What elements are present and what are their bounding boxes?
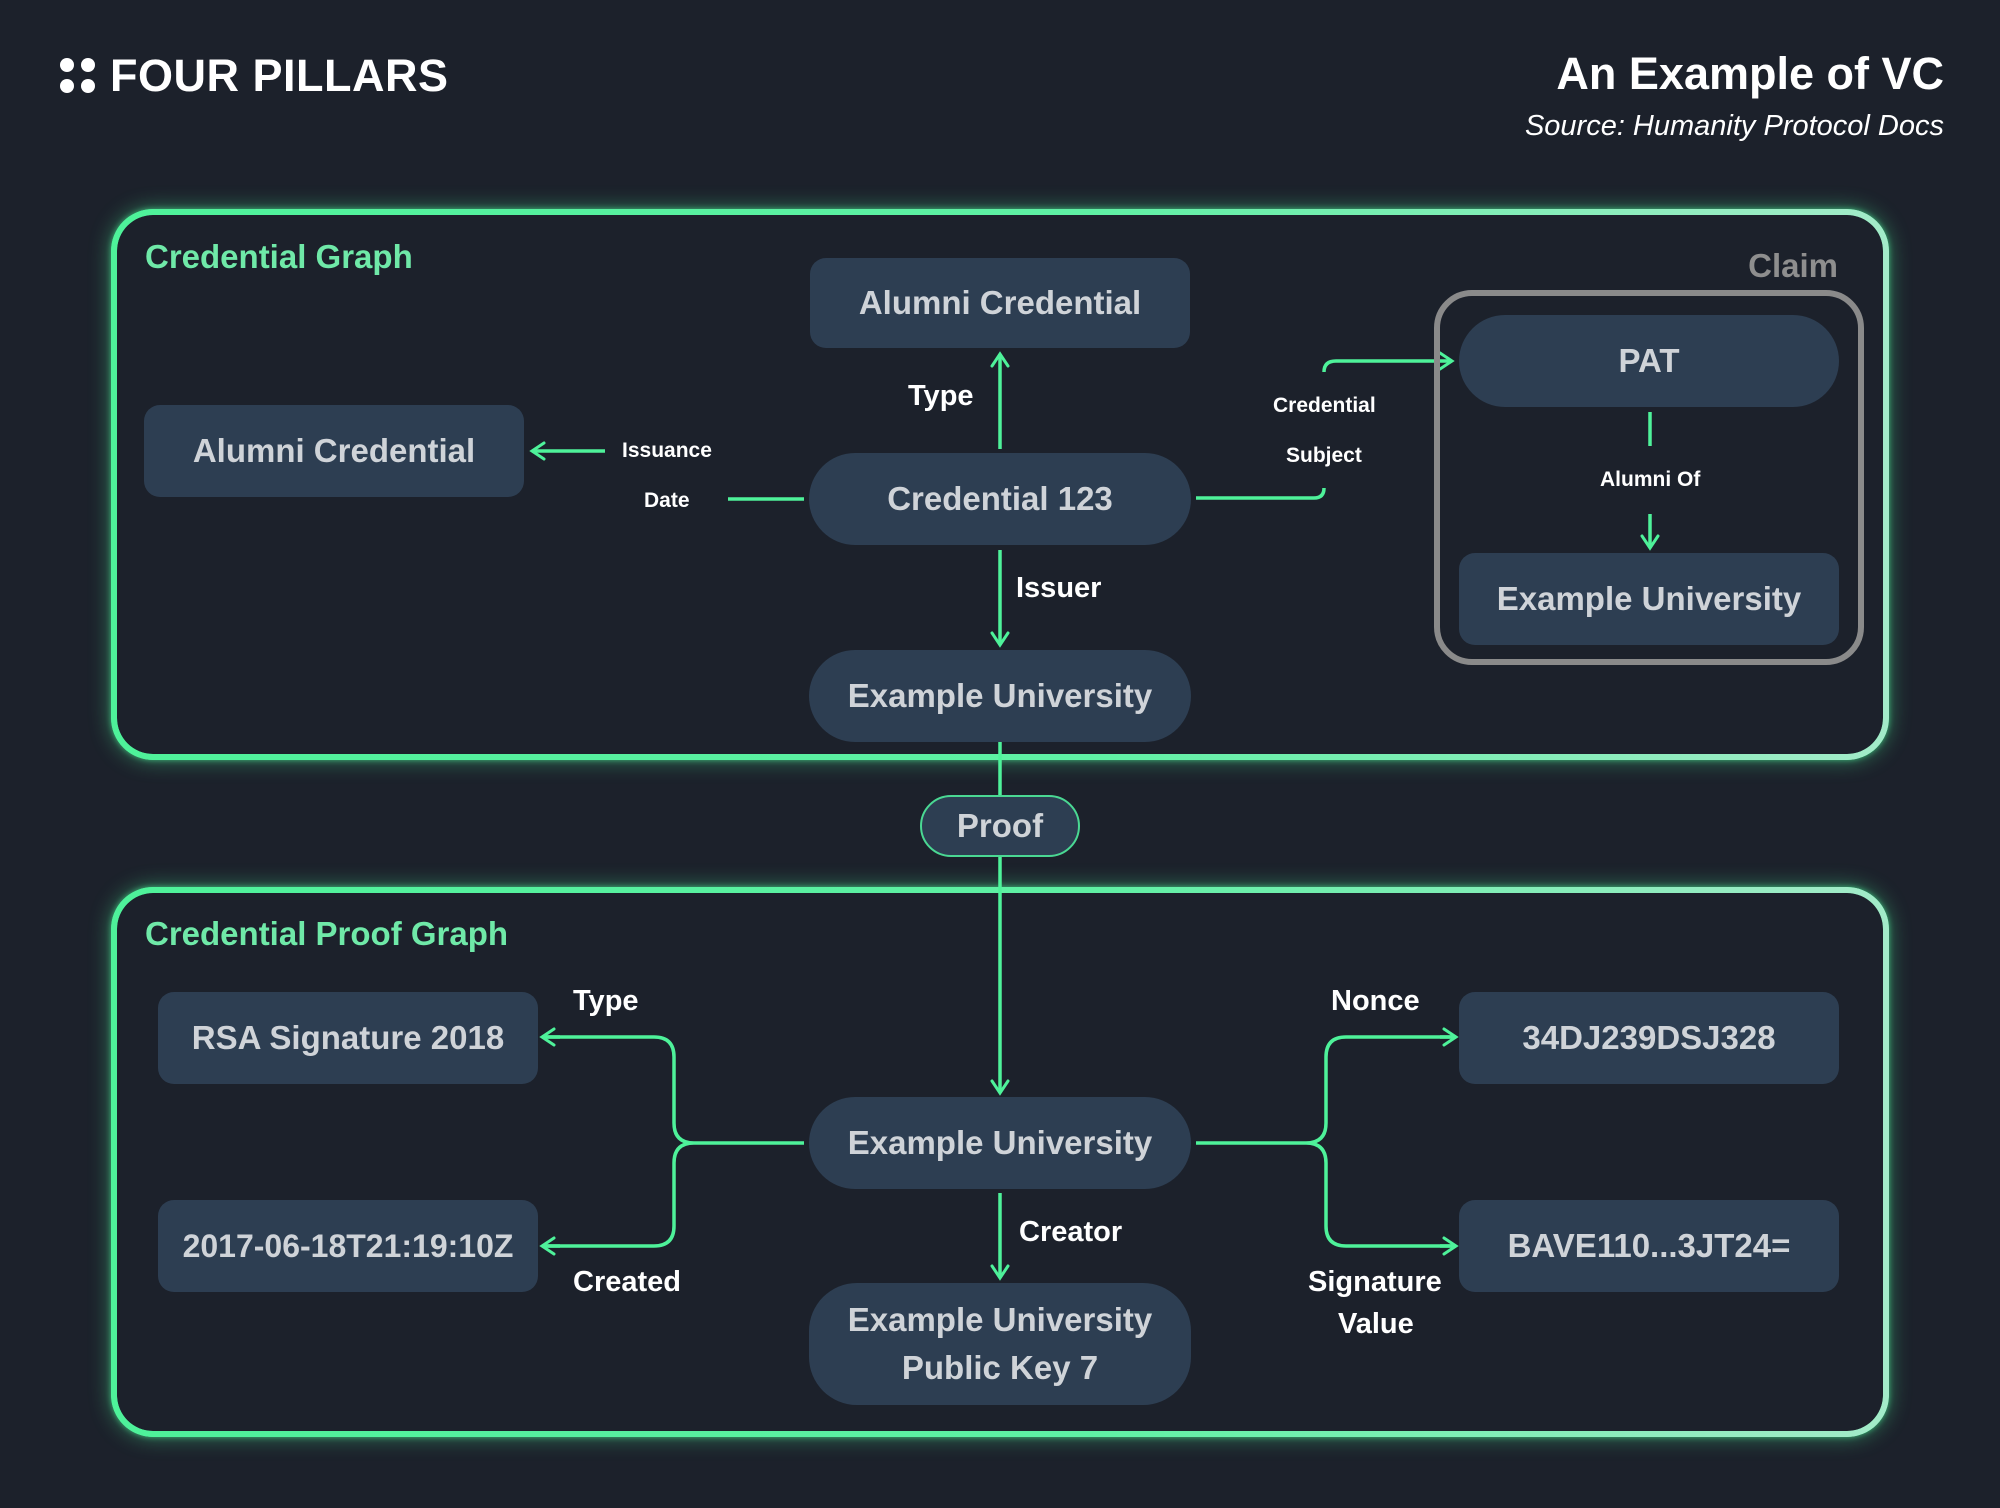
node-proof-example-university[interactable]: Example University [809,1097,1191,1189]
node-issuance-alumni-credential[interactable]: Alumni Credential [144,405,524,497]
edge-label-alumni-of: Alumni Of [1600,468,1701,491]
edge-nonce-signature-brace [1196,1035,1452,1248]
claim-label: Claim [1748,247,1838,284]
source-caption: Source: Humanity Protocol Docs [1524,110,1944,142]
claim-box [1434,290,1864,665]
node-nonce-value[interactable]: 34DJ239DSJ328 [1459,992,1839,1084]
edge-label-subject: Subject [1286,444,1362,467]
edge-label-date: Date [644,489,690,512]
node-public-key-line2: Public Key 7 [901,1349,1099,1386]
edge-label-created: Created [573,1266,681,1298]
page-title: An Example of VC [1556,48,1944,99]
edge-label-signature: Signature [1308,1266,1442,1298]
credential-proof-graph-label: Credential Proof Graph [145,915,509,952]
node-public-key-line1: Example University [847,1301,1153,1339]
edge-label-credential: Credential [1273,394,1376,417]
edge-label-type: Type [908,380,974,412]
edge-label-value: Value [1338,1308,1414,1340]
proof-node[interactable]: Proof [920,795,1080,857]
four-dots-logo-icon [60,58,96,94]
node-claim-pat[interactable]: PAT [1459,315,1839,407]
edge-label-issuer: Issuer [1016,572,1102,604]
edge-label-nonce: Nonce [1331,985,1420,1017]
edge-type-created-brace [545,1035,804,1248]
edge-label-creator: Creator [1019,1216,1123,1248]
node-claim-example-university[interactable]: Example University [1459,553,1839,645]
node-created-timestamp[interactable]: 2017-06-18T21:19:10Z [158,1200,538,1292]
node-credential-123[interactable]: Credential 123 [809,453,1191,545]
brand-name: FOUR PILLARS [110,50,449,101]
node-type-alumni-credential[interactable]: Alumni Credential [810,258,1190,348]
edge-subject-line [1196,487,1326,500]
node-signature-value[interactable]: BAVE110...3JT24= [1459,1200,1839,1292]
edge-subject-arrow [1322,351,1455,373]
edge-label-issuance: Issuance [622,439,712,462]
node-issuer-example-university[interactable]: Example University [809,650,1191,742]
edge-label-proof-type: Type [573,985,639,1017]
credential-graph-label: Credential Graph [145,238,413,275]
node-public-key[interactable]: Example University Public Key 7 [809,1283,1191,1405]
node-rsa-signature-2018[interactable]: RSA Signature 2018 [158,992,538,1084]
